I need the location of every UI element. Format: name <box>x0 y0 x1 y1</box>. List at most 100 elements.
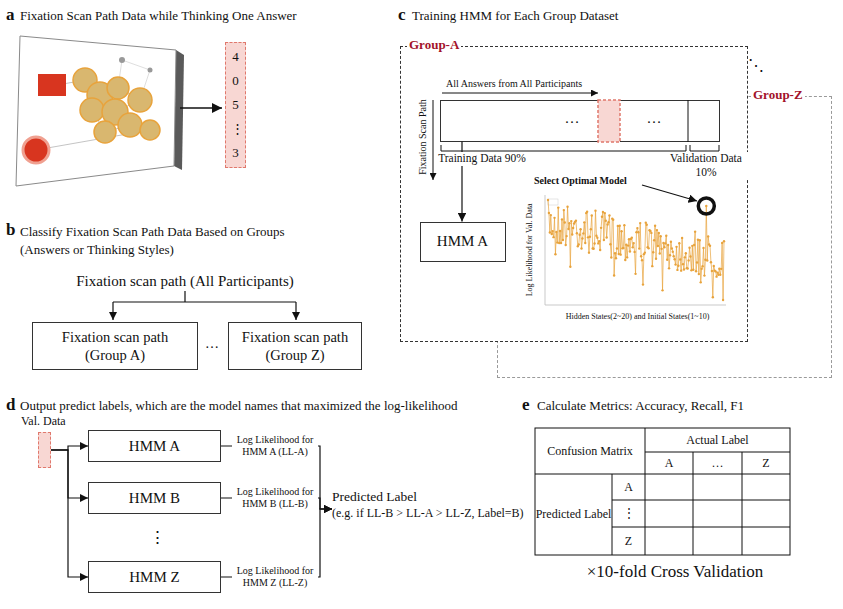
callout-text: Select Optimal Model <box>534 175 654 187</box>
likelihood-point <box>703 274 705 276</box>
split-label: Training Data 90% <box>437 152 527 166</box>
panel-letter: c <box>398 5 406 25</box>
likelihood-point <box>634 273 636 275</box>
likelihood-point <box>685 252 687 254</box>
node-text: 4 0 5 ⋮ 3 <box>231 45 241 165</box>
panel-letter: d <box>6 395 15 415</box>
table-cell: … <box>693 452 742 474</box>
likelihood-point <box>569 266 571 268</box>
likelihood-point <box>649 230 651 232</box>
likelihood-point <box>628 238 630 240</box>
likelihood-point <box>581 237 583 239</box>
likelihood-point <box>551 230 553 232</box>
chart-legend-box <box>548 199 558 205</box>
likelihood-point <box>592 248 594 250</box>
likelihood-point <box>619 225 621 227</box>
likelihood-point <box>681 237 683 239</box>
likelihood-point <box>652 251 654 253</box>
likelihood-point <box>631 236 633 238</box>
node-text: Predicted Label <box>332 488 542 506</box>
likelihood-point <box>552 236 554 238</box>
fixation-circle <box>107 77 129 99</box>
ellipsis-mark: ⋮ <box>147 528 167 548</box>
likelihood-point <box>683 268 685 270</box>
table-cell: Actual Label <box>645 428 790 452</box>
likelihood-point <box>621 247 623 249</box>
likelihood-point <box>671 247 673 249</box>
panel-letter: a <box>6 5 15 25</box>
likelihood-point <box>717 274 719 276</box>
node-text: … <box>647 110 662 127</box>
likelihood-point <box>595 235 597 237</box>
screen-surface <box>16 36 176 186</box>
likelihood-point <box>559 230 561 232</box>
table-grid <box>535 428 790 555</box>
table-cell: Z <box>612 527 645 555</box>
likelihood-point <box>699 239 701 241</box>
source-text: Fixation scan path (All Participants) <box>60 272 310 290</box>
likelihood-point <box>663 246 665 248</box>
panel-title: Output predict labels, which are the mod… <box>20 398 520 414</box>
likelihood-point <box>695 270 697 272</box>
likelihood-point <box>596 237 598 239</box>
model-box: HMM A <box>88 430 221 462</box>
node-text: Fixation scan path (Group A) <box>33 328 197 364</box>
likelihood-point <box>597 242 599 244</box>
likelihood-point <box>615 257 617 259</box>
likelihood-point <box>560 242 562 244</box>
node-text: HMM A <box>437 233 488 250</box>
likelihood-point <box>549 231 551 233</box>
likelihood-point <box>583 221 585 223</box>
likelihood-point <box>669 254 671 256</box>
likelihood-point <box>708 243 710 245</box>
likelihood-point <box>604 212 606 214</box>
fixation-circle <box>140 120 160 140</box>
likelihood-point <box>614 252 616 254</box>
node-text: Fixation scan path (Group Z) <box>229 328 361 364</box>
likelihood-point <box>641 259 643 261</box>
likelihood-point <box>568 222 570 224</box>
likelihood-point <box>616 247 618 249</box>
split-arrow <box>112 302 113 320</box>
likelihood-point <box>680 269 682 271</box>
likelihood-point <box>606 223 608 225</box>
likelihood-point <box>654 224 656 226</box>
likelihood-point <box>682 263 684 265</box>
likelihood-point <box>679 258 681 260</box>
likelihood-point <box>690 269 692 271</box>
likelihood-point <box>672 251 674 253</box>
footnote-text: ×10-fold Cross Validation <box>540 562 810 582</box>
likelihood-point <box>588 251 590 253</box>
likelihood-point <box>586 211 588 213</box>
table-cell: Confusion Matrix <box>535 428 645 474</box>
likelihood-point <box>659 235 661 237</box>
likelihood-point <box>564 221 566 223</box>
likelihood-point <box>720 268 722 270</box>
likelihood-point <box>693 244 695 246</box>
prediction-output: Predicted Label(e.g. if LL-B > LL-A > LL… <box>332 488 542 530</box>
likelihood-point <box>647 247 649 249</box>
likelihood-point <box>630 238 632 240</box>
likelihood-point <box>594 209 596 211</box>
chart-axis <box>545 195 546 305</box>
fixation-dot <box>119 57 125 63</box>
likelihood-point <box>610 256 612 258</box>
fixation-circle <box>73 68 97 92</box>
node-text: HMM B <box>129 490 180 507</box>
likelihood-point <box>574 221 576 223</box>
likelihood-point <box>651 265 653 267</box>
likelihood-point <box>590 228 592 230</box>
likelihood-point <box>694 230 696 232</box>
fixation-circle <box>102 99 128 125</box>
chart-axis <box>545 305 726 306</box>
likelihood-point <box>686 267 688 269</box>
likelihood-point <box>655 258 657 260</box>
likelihood-point <box>617 225 619 227</box>
likelihood-point <box>570 220 572 222</box>
likelihood-point <box>639 222 641 224</box>
likelihood-point <box>561 218 563 220</box>
fixation-circle <box>128 88 152 112</box>
likelihood-point <box>676 269 678 271</box>
likelihood-point <box>599 249 601 251</box>
likelihood-point <box>675 246 677 248</box>
